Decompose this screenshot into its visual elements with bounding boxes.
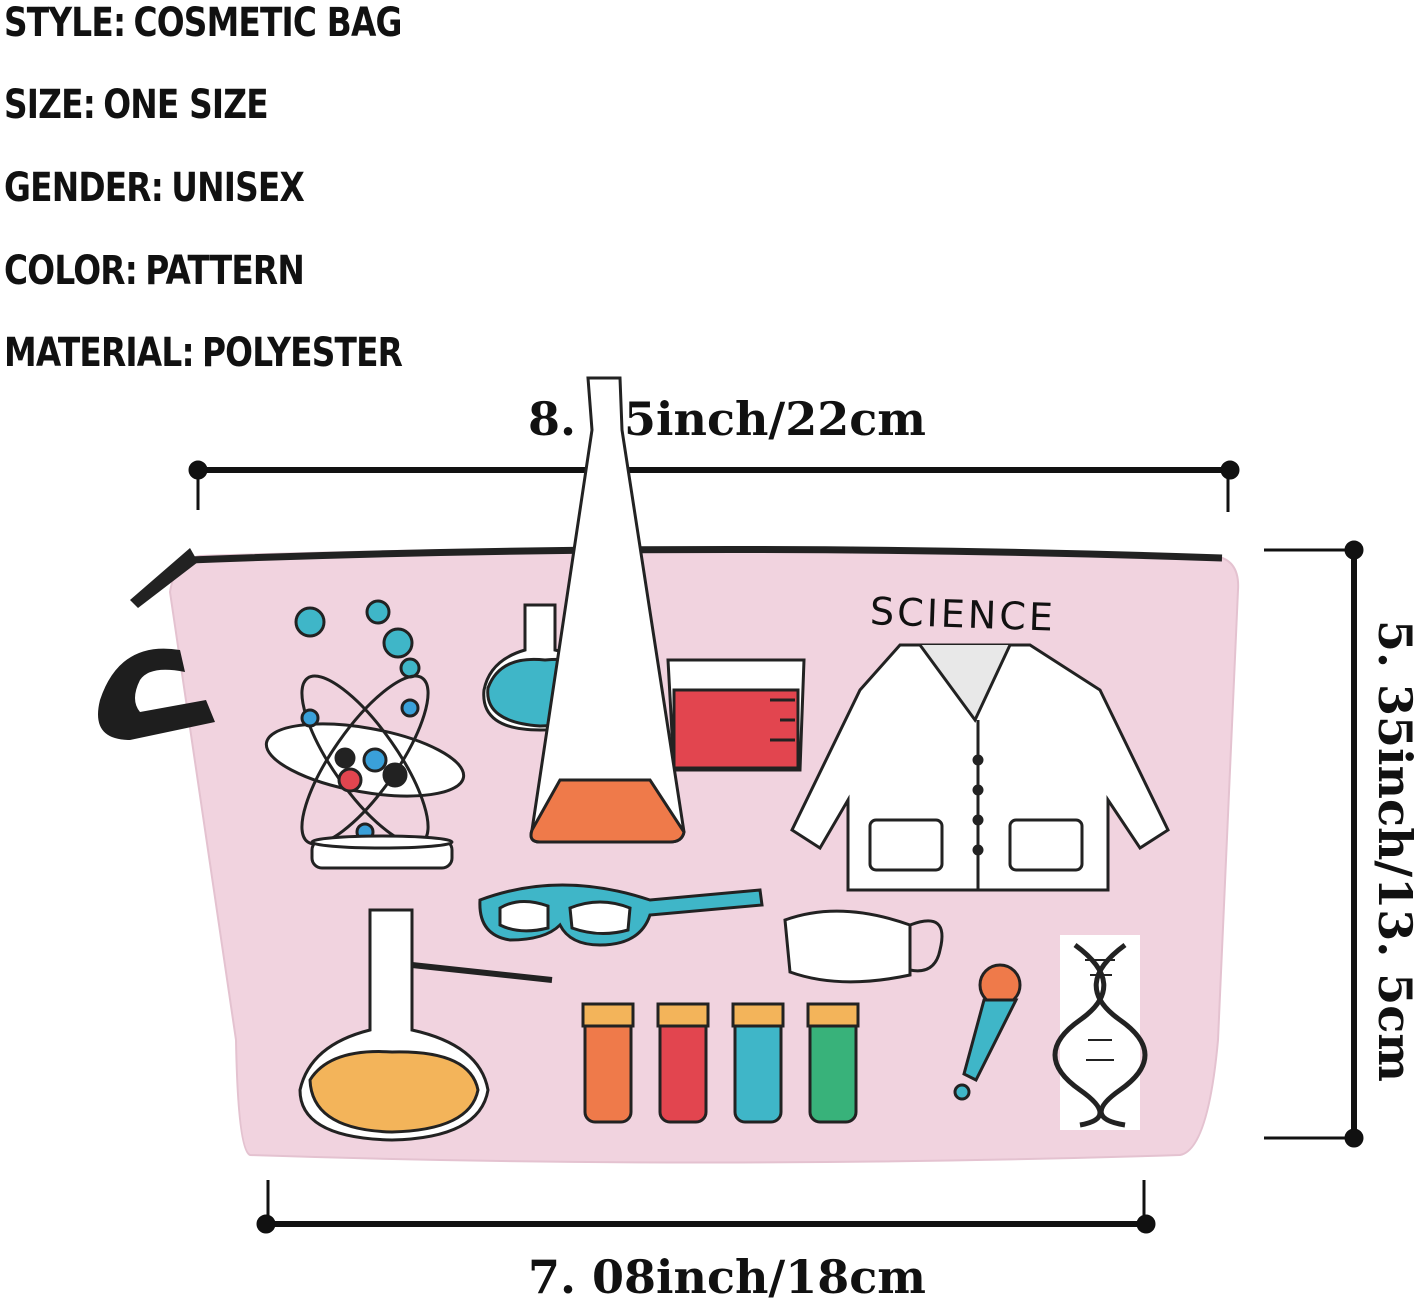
spec-value: ONE SIZE [103,82,268,128]
spec-gender: GENDER:UNISEX [4,165,305,211]
zipper-line [189,545,1223,564]
wrist-strap [98,648,215,740]
spec-style: STYLE:COSMETIC BAG [4,0,402,46]
dropper-icon [953,963,1022,1101]
spec-material: MATERIAL:POLYESTER [4,330,403,376]
height-dimension-line [1264,540,1364,1148]
zipper-pull [130,548,198,608]
bottom-dimension-line [256,1180,1156,1234]
top-dimension-line [188,460,1240,512]
spec-value: UNISEX [171,165,305,211]
science-print-text: SCIENCE [869,589,1056,639]
spec-size: SIZE:ONE SIZE [4,82,269,128]
dna-icon [1052,935,1148,1130]
beaker-icon [666,658,806,772]
spec-value: POLYESTER [201,330,403,376]
distillation-flask-icon [298,908,553,1142]
spec-key: STYLE: [4,0,126,46]
spec-key: GENDER: [4,165,164,211]
spec-key: SIZE: [4,82,96,128]
spec-key: MATERIAL: [4,330,195,376]
spec-color: COLOR:PATTERN [4,248,305,294]
petri-dish-icon [310,834,454,870]
bottom-width-label: 7. 08inch/18cm [528,1250,926,1304]
test-tubes-icon [581,1002,860,1124]
spec-value: PATTERN [145,248,305,294]
bubbles [294,599,421,679]
safety-goggles-icon [478,883,764,947]
lab-coat-icon [790,643,1170,892]
spec-key: COLOR: [4,248,138,294]
face-mask-icon [783,909,944,984]
conical-flask-icon [529,376,686,844]
atom-icon [264,674,466,846]
spec-value: COSMETIC BAG [133,0,402,46]
cosmetic-bag: SCIENCE [98,376,1240,1164]
